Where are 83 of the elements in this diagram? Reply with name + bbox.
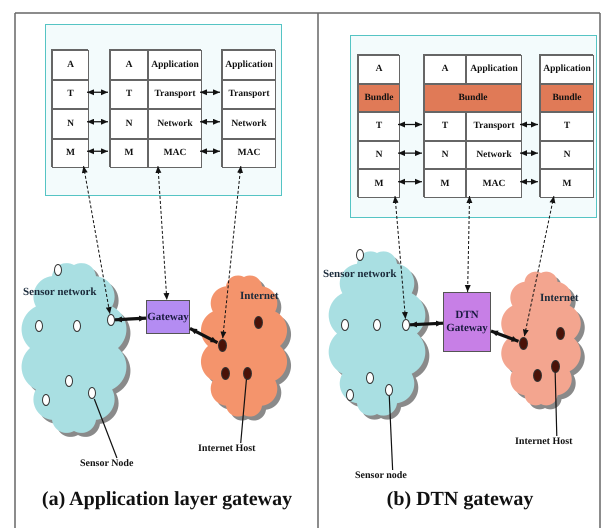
leader-line (94, 398, 118, 458)
arrow (398, 178, 422, 185)
arrow (410, 320, 444, 328)
leader-line (554, 372, 558, 436)
layer-cell: M (52, 138, 89, 168)
layer-cell: Network (222, 109, 276, 138)
cloud-label: Internet (240, 290, 278, 302)
layer-cell: T (52, 80, 89, 109)
callout-label: Sensor node (355, 470, 431, 486)
layer-cell: Network (148, 109, 202, 138)
arrow (189, 326, 218, 344)
panel-caption: (a) Application layer gateway (40, 488, 294, 511)
layer-cell: MAC (148, 138, 202, 168)
layer-cell: Application (222, 50, 276, 80)
layer-cell: A (52, 50, 89, 80)
arrow (200, 89, 220, 96)
arrow (398, 122, 422, 128)
dashed-link (82, 166, 112, 314)
dashed-link (522, 196, 556, 337)
layer-cell: M (424, 169, 466, 198)
layer-cell: MAC (222, 138, 276, 168)
cloud-label: Internet (540, 292, 578, 304)
arrow (200, 148, 220, 154)
arrow (87, 89, 108, 96)
layer-cell: T (110, 80, 148, 109)
arrow (200, 118, 220, 125)
dashed-link (220, 166, 244, 339)
dashed-link (392, 196, 408, 320)
callout-label: Internet Host (515, 436, 599, 452)
protocol-stack-panel (350, 35, 597, 218)
protocol-stack (109, 49, 201, 167)
layer-cell: Application (540, 55, 594, 84)
layer-cell: Transport (466, 112, 522, 141)
layer-cell: N (52, 109, 89, 138)
layer-cell: A (424, 55, 466, 84)
arrow (520, 150, 538, 156)
layer-cell: A (358, 55, 400, 84)
arrow (114, 316, 146, 322)
sensor-node-dot (356, 249, 364, 261)
gateway-box: Gateway (146, 300, 190, 334)
layer-cell: Network (466, 140, 522, 170)
arrow (490, 330, 520, 343)
cloud-label: Sensor network (323, 268, 396, 280)
layer-cell: N (358, 140, 400, 170)
callout-label: Sensor Node (80, 458, 160, 474)
layer-cell: M (540, 169, 594, 198)
leader-line (388, 396, 394, 470)
layer-cell: N (424, 140, 466, 170)
bundle-layer-cell: Bundle (358, 84, 400, 112)
protocol-stack (51, 49, 88, 167)
cloud-label: Sensor network (23, 286, 96, 298)
sensor-node-dot (54, 264, 62, 276)
layer-cell: Application (148, 50, 202, 80)
callout-label: Internet Host (198, 443, 282, 459)
layer-cell: M (110, 138, 148, 168)
arrow (398, 150, 422, 156)
layer-cell: Transport (222, 80, 276, 109)
layer-cell: N (540, 140, 594, 170)
layer-cell: Transport (148, 80, 202, 109)
layer-cell: T (424, 112, 466, 141)
dashed-link (155, 166, 170, 300)
panel-caption: (b) DTN gateway (386, 488, 534, 511)
layer-cell: N (110, 109, 148, 138)
protocol-stack (357, 54, 399, 197)
arrow (87, 118, 108, 125)
gateway-box: DTN Gateway (443, 292, 491, 352)
layer-cell: Application (466, 55, 522, 84)
layer-cell: A (110, 50, 148, 80)
layer-cell: T (540, 112, 594, 141)
protocol-stack (539, 54, 593, 197)
protocol-stack-panel (45, 24, 282, 196)
dashed-link (464, 196, 472, 292)
leader-line (240, 379, 248, 444)
arrow (520, 122, 538, 128)
arrow (87, 148, 108, 154)
bundle-layer-cell: Bundle (424, 84, 522, 112)
layer-cell: M (358, 169, 400, 198)
layer-cell: MAC (466, 169, 522, 198)
layer-cell: T (358, 112, 400, 141)
bundle-layer-cell: Bundle (540, 84, 594, 112)
protocol-stack (423, 54, 521, 197)
arrow (520, 178, 538, 185)
protocol-stack (221, 49, 275, 167)
